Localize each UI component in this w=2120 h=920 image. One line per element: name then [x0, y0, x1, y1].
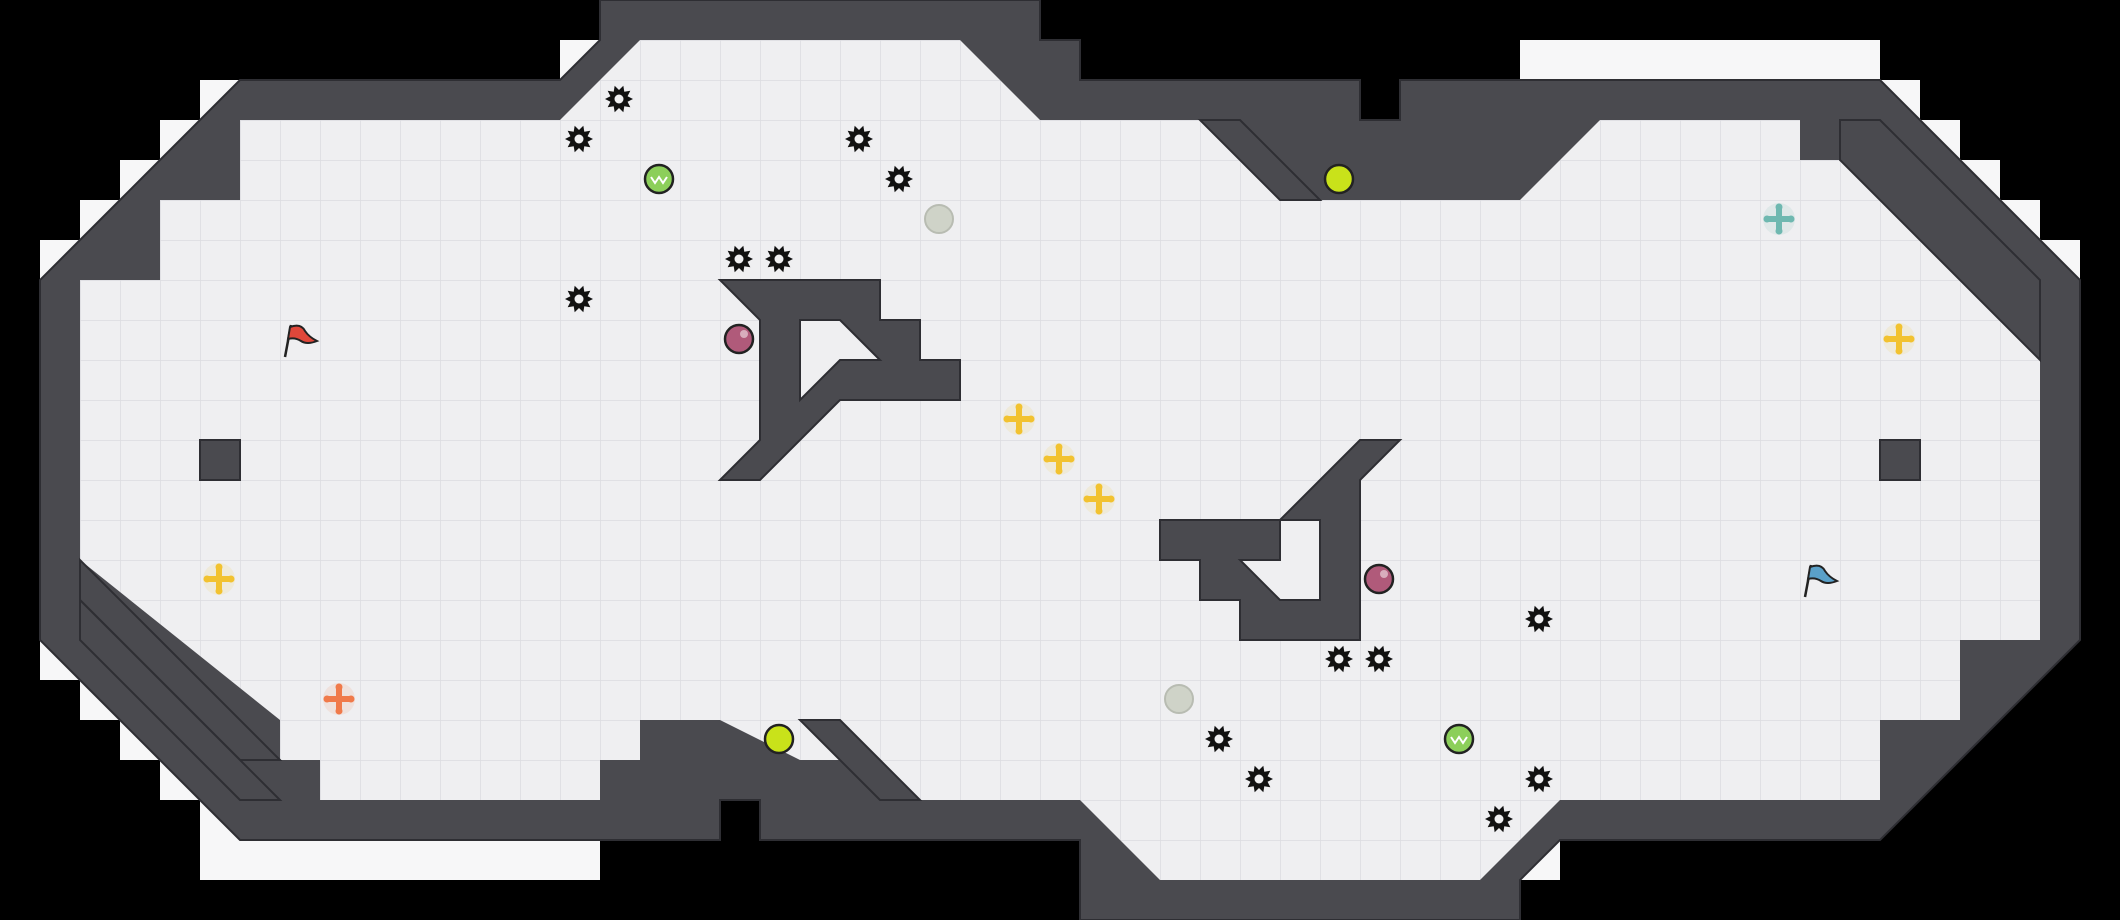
yellow-plus-icon: [1043, 443, 1075, 475]
spike-mine-icon: [845, 125, 873, 153]
spike-mine-icon: [1525, 765, 1553, 793]
blue-flag-icon: [1803, 564, 1840, 598]
spike-mine-icon: [565, 285, 593, 313]
rail-bottom-center: [797, 719, 923, 801]
purple-orb-icon: [1363, 563, 1395, 595]
wall-notch-upper-left: [799, 319, 883, 403]
spike-mine-icon: [725, 245, 753, 273]
spike-mine-icon: [1245, 765, 1273, 793]
inner-walls: [79, 119, 2041, 801]
yellow-plus-icon: [1083, 483, 1115, 515]
wall-block-upper-left: [717, 279, 961, 481]
grey-orb-icon: [924, 204, 954, 234]
rail-bottom-left-b: [79, 597, 283, 801]
yellow-plus-icon: [1003, 403, 1035, 435]
wall-notch-center-right: [1237, 519, 1321, 601]
yellow-plus-icon: [1883, 323, 1915, 355]
grey-orb-icon: [1164, 684, 1194, 714]
purple-orb-icon: [723, 323, 755, 355]
spike-mine-icon: [1325, 645, 1353, 673]
lime-orb-icon: [1323, 163, 1355, 195]
wall-pillar-left: [199, 439, 241, 481]
yellow-plus-icon: [203, 563, 235, 595]
spike-mine-icon: [885, 165, 913, 193]
items: [203, 85, 1915, 833]
green-shield-orb-icon: [643, 163, 675, 195]
teal-plus-icon: [1763, 203, 1795, 235]
wall-pillar-right: [1879, 439, 1921, 481]
spike-mine-icon: [1365, 645, 1393, 673]
spike-mine-icon: [1485, 805, 1513, 833]
rail-top-right: [1839, 119, 2041, 363]
lime-orb-icon: [763, 723, 795, 755]
red-flag-icon: [283, 324, 320, 358]
spike-mine-icon: [565, 125, 593, 153]
rail-top-center: [1197, 119, 1323, 201]
green-shield-orb-icon: [1443, 723, 1475, 755]
spike-mine-icon: [1205, 725, 1233, 753]
orange-plus-icon: [323, 683, 355, 715]
spike-mine-icon: [605, 85, 633, 113]
spike-mine-icon: [1525, 605, 1553, 633]
spike-mine-icon: [765, 245, 793, 273]
